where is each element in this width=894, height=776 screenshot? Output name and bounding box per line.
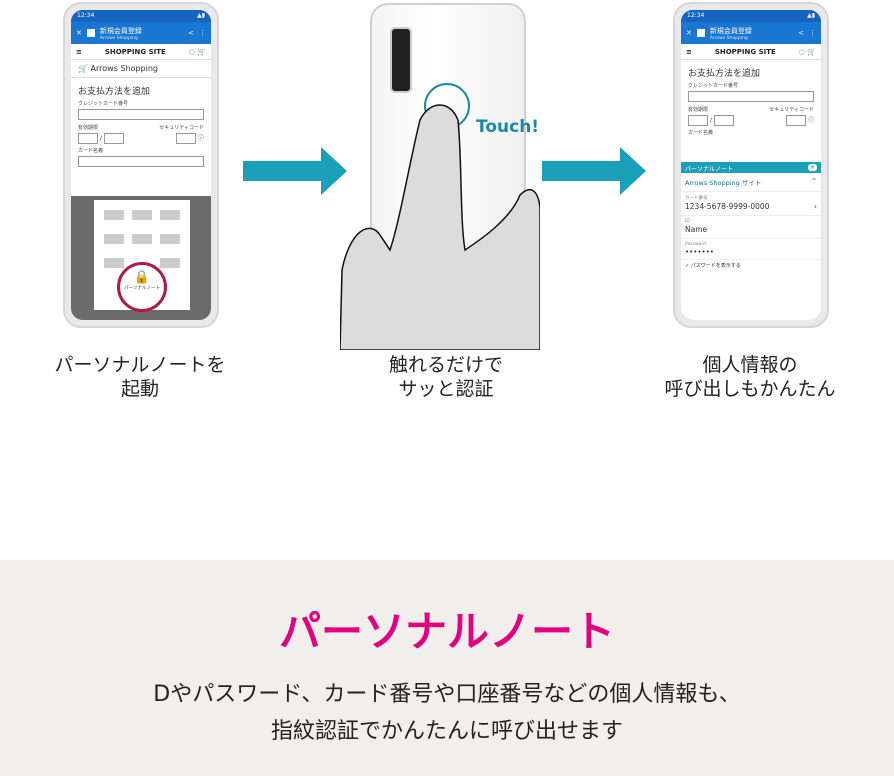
arrow-right-icon — [542, 147, 646, 195]
share-icon[interactable]: < — [798, 29, 804, 37]
web-content: ≡ SHOPPING SITE ○ 🛒 お支払方法を追加 クレジットカード番号 有効… — [681, 44, 821, 320]
security-code-input[interactable] — [176, 133, 197, 144]
more-icon[interactable]: ⋮ — [809, 29, 816, 37]
appbar-title: 新規会員登録 — [709, 26, 752, 35]
caption-line: 起動 — [120, 378, 159, 400]
panel-close-icon[interactable]: ✕ — [807, 164, 817, 171]
show-password-checkbox[interactable]: ✓ パスワードを表示する — [681, 260, 821, 271]
status-bar: 12:34 ▲▮ — [681, 10, 821, 22]
expiry-year-input[interactable] — [103, 133, 124, 144]
panel-id-label: ID — [685, 219, 690, 224]
panel-site-name: Arrows Shopping サイト — [685, 179, 762, 187]
show-password-label: パスワードを表示する — [690, 263, 741, 269]
app-icon — [696, 29, 705, 37]
security-label: セキュリティコード — [769, 107, 814, 113]
site-title: SHOPPING SITE — [714, 47, 776, 56]
lock-note-icon: 🔒 — [133, 270, 151, 285]
card-number-label: クレジットカード番号 — [688, 83, 739, 89]
panel-id-value[interactable]: Name — [681, 224, 821, 239]
personal-note-app-button[interactable]: 🔒 パーソナルノート — [117, 262, 167, 312]
appbar-subtitle: Arrows Shopping — [99, 35, 138, 41]
card-number-input[interactable] — [78, 109, 204, 120]
feature-band: パーソナルノート Dやパスワード、カード番号や口座番号などの個人情報も、 指紋認… — [0, 560, 894, 776]
arrow-right-icon — [243, 147, 347, 195]
panel-title: パーソナルノート — [685, 166, 734, 173]
personal-note-panel: パーソナルノート ✕ Arrows Shopping サイト ^ カード番号 123… — [681, 162, 821, 320]
shop-name: Arrows Shopping — [90, 64, 158, 73]
card-name-input[interactable] — [78, 156, 204, 167]
expiry-month-input[interactable] — [78, 133, 98, 144]
expiry-separator: / — [709, 117, 712, 124]
panel-password-label: Password — [685, 242, 707, 247]
site-title: SHOPPING SITE — [104, 47, 166, 56]
close-icon[interactable]: ✕ — [76, 29, 82, 37]
search-cart-icons[interactable]: ○ 🛒 — [798, 47, 816, 56]
shop-header: 🛒 Arrows Shopping — [71, 60, 211, 78]
panel-site-row[interactable]: Arrows Shopping サイト ^ — [681, 173, 821, 192]
status-time: 12:34 — [687, 12, 705, 19]
check-icon: ✓ — [685, 263, 690, 269]
signal-icon: ▲▮ — [807, 12, 815, 19]
feature-line: 指紋認証でかんたんに呼び出せます — [270, 719, 623, 744]
status-bar: 12:34 ▲▮ — [71, 10, 211, 22]
security-code-input[interactable] — [786, 115, 807, 126]
page-heading: お支払方法を追加 — [688, 69, 761, 79]
more-icon[interactable]: ⋮ — [199, 29, 206, 37]
menu-icon[interactable]: ≡ — [686, 47, 692, 56]
touch-label: Touch! — [476, 117, 540, 137]
feature-line: Dやパスワード、カード番号や口座番号などの個人情報も、 — [153, 682, 741, 707]
menu-icon[interactable]: ≡ — [76, 47, 82, 56]
caption-line: パーソナルノートを — [54, 354, 226, 376]
app-drawer-overlay: 🔒 パーソナルノート — [71, 196, 211, 320]
feature-description: Dやパスワード、カード番号や口座番号などの個人情報も、 指紋認証でかんたんに呼び… — [0, 676, 894, 750]
share-icon[interactable]: < — [188, 29, 194, 37]
search-cart-icons[interactable]: ○ 🛒 — [188, 47, 206, 56]
card-name-label: カード名義 — [78, 148, 104, 154]
expiry-label: 有効期限 — [78, 125, 99, 131]
cart-icon: 🛒 — [78, 64, 88, 73]
panel-card-row[interactable]: 1234-5678-9999-0000 › — [681, 201, 821, 216]
caption-line: 触れるだけで — [388, 354, 503, 376]
step-3-caption: 個人情報の呼び出しもかんたん — [630, 353, 870, 401]
status-time: 12:34 — [77, 12, 95, 19]
chevron-up-icon: ^ — [811, 177, 817, 185]
expiry-month-input[interactable] — [688, 115, 708, 126]
security-label: セキュリティコード — [159, 125, 204, 131]
card-name-label: カード名義 — [688, 130, 714, 136]
close-icon[interactable]: ✕ — [686, 29, 692, 37]
step-2-caption: 触れるだけでサッと認証 — [326, 353, 566, 401]
panel-card-value: 1234-5678-9999-0000 — [685, 202, 770, 211]
expiry-year-input[interactable] — [713, 115, 734, 126]
card-number-label: クレジットカード番号 — [78, 101, 129, 107]
feature-title: パーソナルノート — [278, 607, 615, 656]
hand-illustration — [340, 104, 540, 350]
step-1-caption: パーソナルノートを起動 — [20, 353, 260, 401]
app-icon — [86, 29, 95, 37]
appbar-title: 新規会員登録 — [99, 26, 142, 35]
page-heading: お支払方法を追加 — [78, 87, 151, 97]
personal-note-app-label: パーソナルノート — [124, 286, 160, 291]
panel-password-value[interactable]: ••••••• — [681, 247, 821, 260]
panel-card-label: カード番号 — [685, 196, 708, 201]
appbar-subtitle: Arrows Shopping — [709, 35, 748, 41]
caption-line: サッと認証 — [398, 378, 494, 400]
expiry-separator: / — [99, 135, 102, 142]
camera-module-icon — [390, 27, 412, 93]
chevron-right-icon: › — [814, 202, 817, 211]
caption-line: 呼び出しもかんたん — [664, 378, 836, 400]
card-number-input[interactable] — [688, 91, 814, 102]
caption-line: 個人情報の — [702, 354, 798, 376]
expiry-label: 有効期限 — [688, 107, 709, 113]
signal-icon: ▲▮ — [197, 12, 205, 19]
web-content: ≡ SHOPPING SITE ○ 🛒 🛒 Arrows Shopping お支払方… — [71, 44, 211, 320]
